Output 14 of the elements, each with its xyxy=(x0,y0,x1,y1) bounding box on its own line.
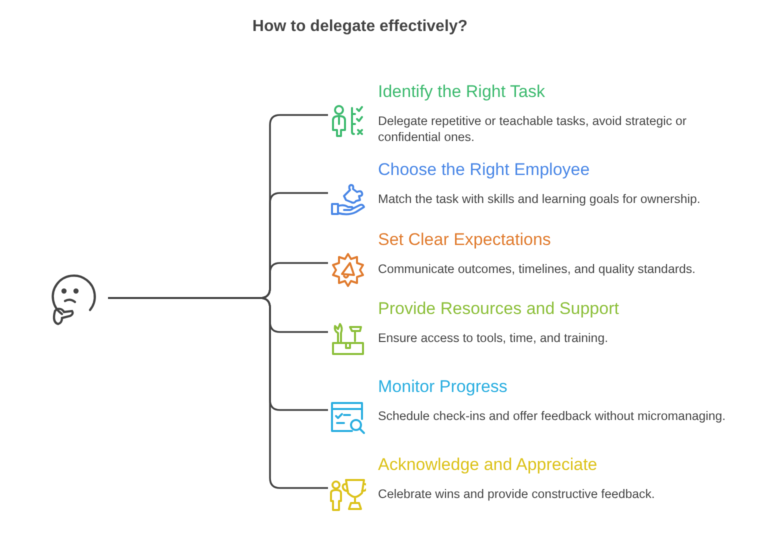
step-heading: Choose the Right Employee xyxy=(378,160,590,180)
step-heading: Monitor Progress xyxy=(378,377,508,397)
step-heading: Set Clear Expectations xyxy=(378,230,551,250)
step-description: Match the task with skills and learning goals for ownership. xyxy=(378,191,702,207)
step-description: Delegate repetitive or teachable tasks, avoid strategic or confidential ones. xyxy=(378,113,688,145)
step-heading: Provide Resources and Support xyxy=(378,299,619,319)
connector-line xyxy=(108,297,328,489)
step-heading: Identify the Right Task xyxy=(378,82,545,102)
step-heading: Acknowledge and Appreciate xyxy=(378,455,598,475)
diagram-title: How to delegate effectively? xyxy=(251,18,469,36)
step-description: Ensure access to tools, time, and training. xyxy=(378,330,610,346)
step-description: Celebrate wins and provide constructive feedback. xyxy=(378,486,656,502)
step-description: Schedule check-ins and offer feedback without micromanaging. xyxy=(378,408,727,424)
step-description: Communicate outcomes, timelines, and quality standards. xyxy=(378,261,696,277)
